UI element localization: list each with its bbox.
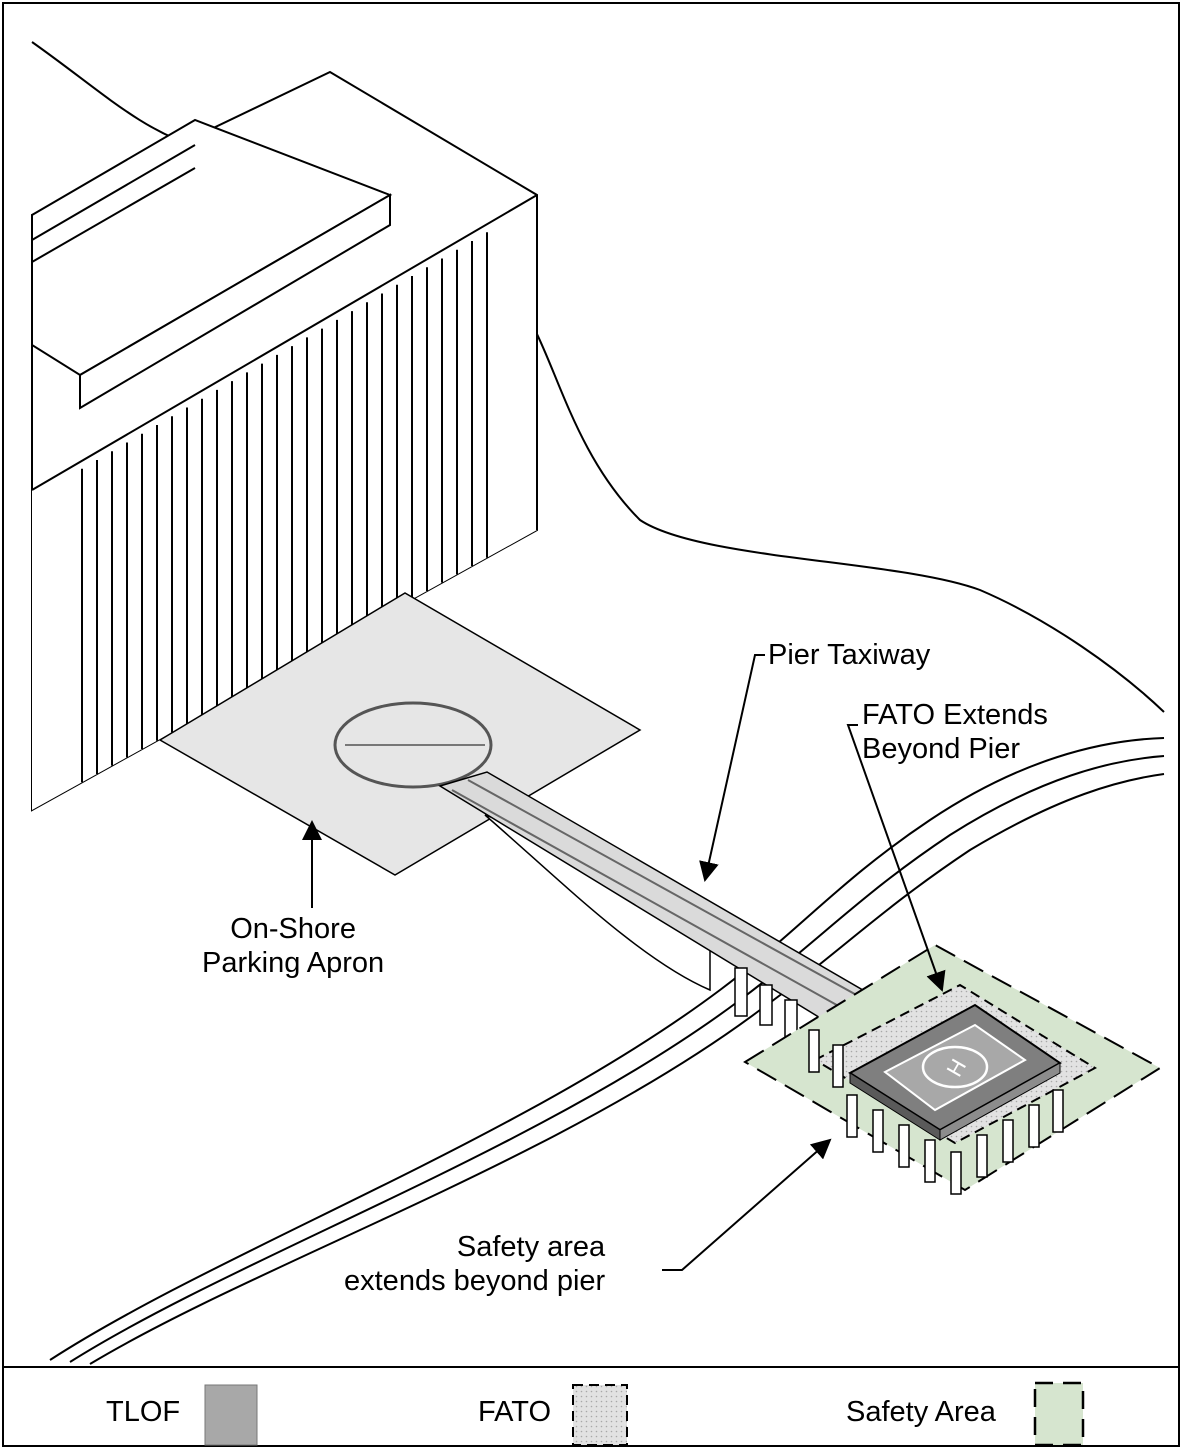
legend-fato-label: FATO <box>478 1396 552 1428</box>
legend-safety-area-label: Safety Area <box>846 1396 996 1428</box>
legend-safety-area-swatch <box>1033 1381 1085 1447</box>
callout-onshore-apron: On-Shore Parking Apron <box>202 913 385 979</box>
platform-piling <box>1052 1089 1064 1133</box>
platform-pilings <box>808 1029 1064 1195</box>
legend-fato-swatch <box>572 1384 628 1446</box>
platform-piling <box>924 1139 936 1183</box>
building <box>31 70 538 812</box>
callout-pier-taxiway: Pier Taxiway <box>768 639 931 671</box>
callout-safety-area-extends: Safety area extends beyond pier <box>344 1231 606 1297</box>
platform-piling <box>950 1151 962 1195</box>
platform-piling <box>1028 1104 1040 1148</box>
platform-piling <box>976 1134 988 1178</box>
callout-fato-extends: FATO Extends Beyond Pier <box>862 699 1048 765</box>
legend-divider <box>2 1366 1180 1368</box>
platform-piling <box>1002 1119 1014 1163</box>
platform-piling <box>846 1094 858 1138</box>
legend-tlof-swatch <box>204 1384 258 1446</box>
facade-stripes <box>81 232 488 783</box>
platform-piling <box>898 1124 910 1168</box>
platform-piling <box>808 1029 820 1073</box>
legend-tlof-label: TLOF <box>106 1396 181 1428</box>
helipad-h-circle <box>921 1045 989 1089</box>
platform-piling <box>872 1109 884 1153</box>
leader-lines <box>302 654 946 1271</box>
apron-helipad-circle <box>333 701 493 789</box>
platform-piling <box>832 1044 844 1088</box>
tlof <box>883 1023 1027 1112</box>
